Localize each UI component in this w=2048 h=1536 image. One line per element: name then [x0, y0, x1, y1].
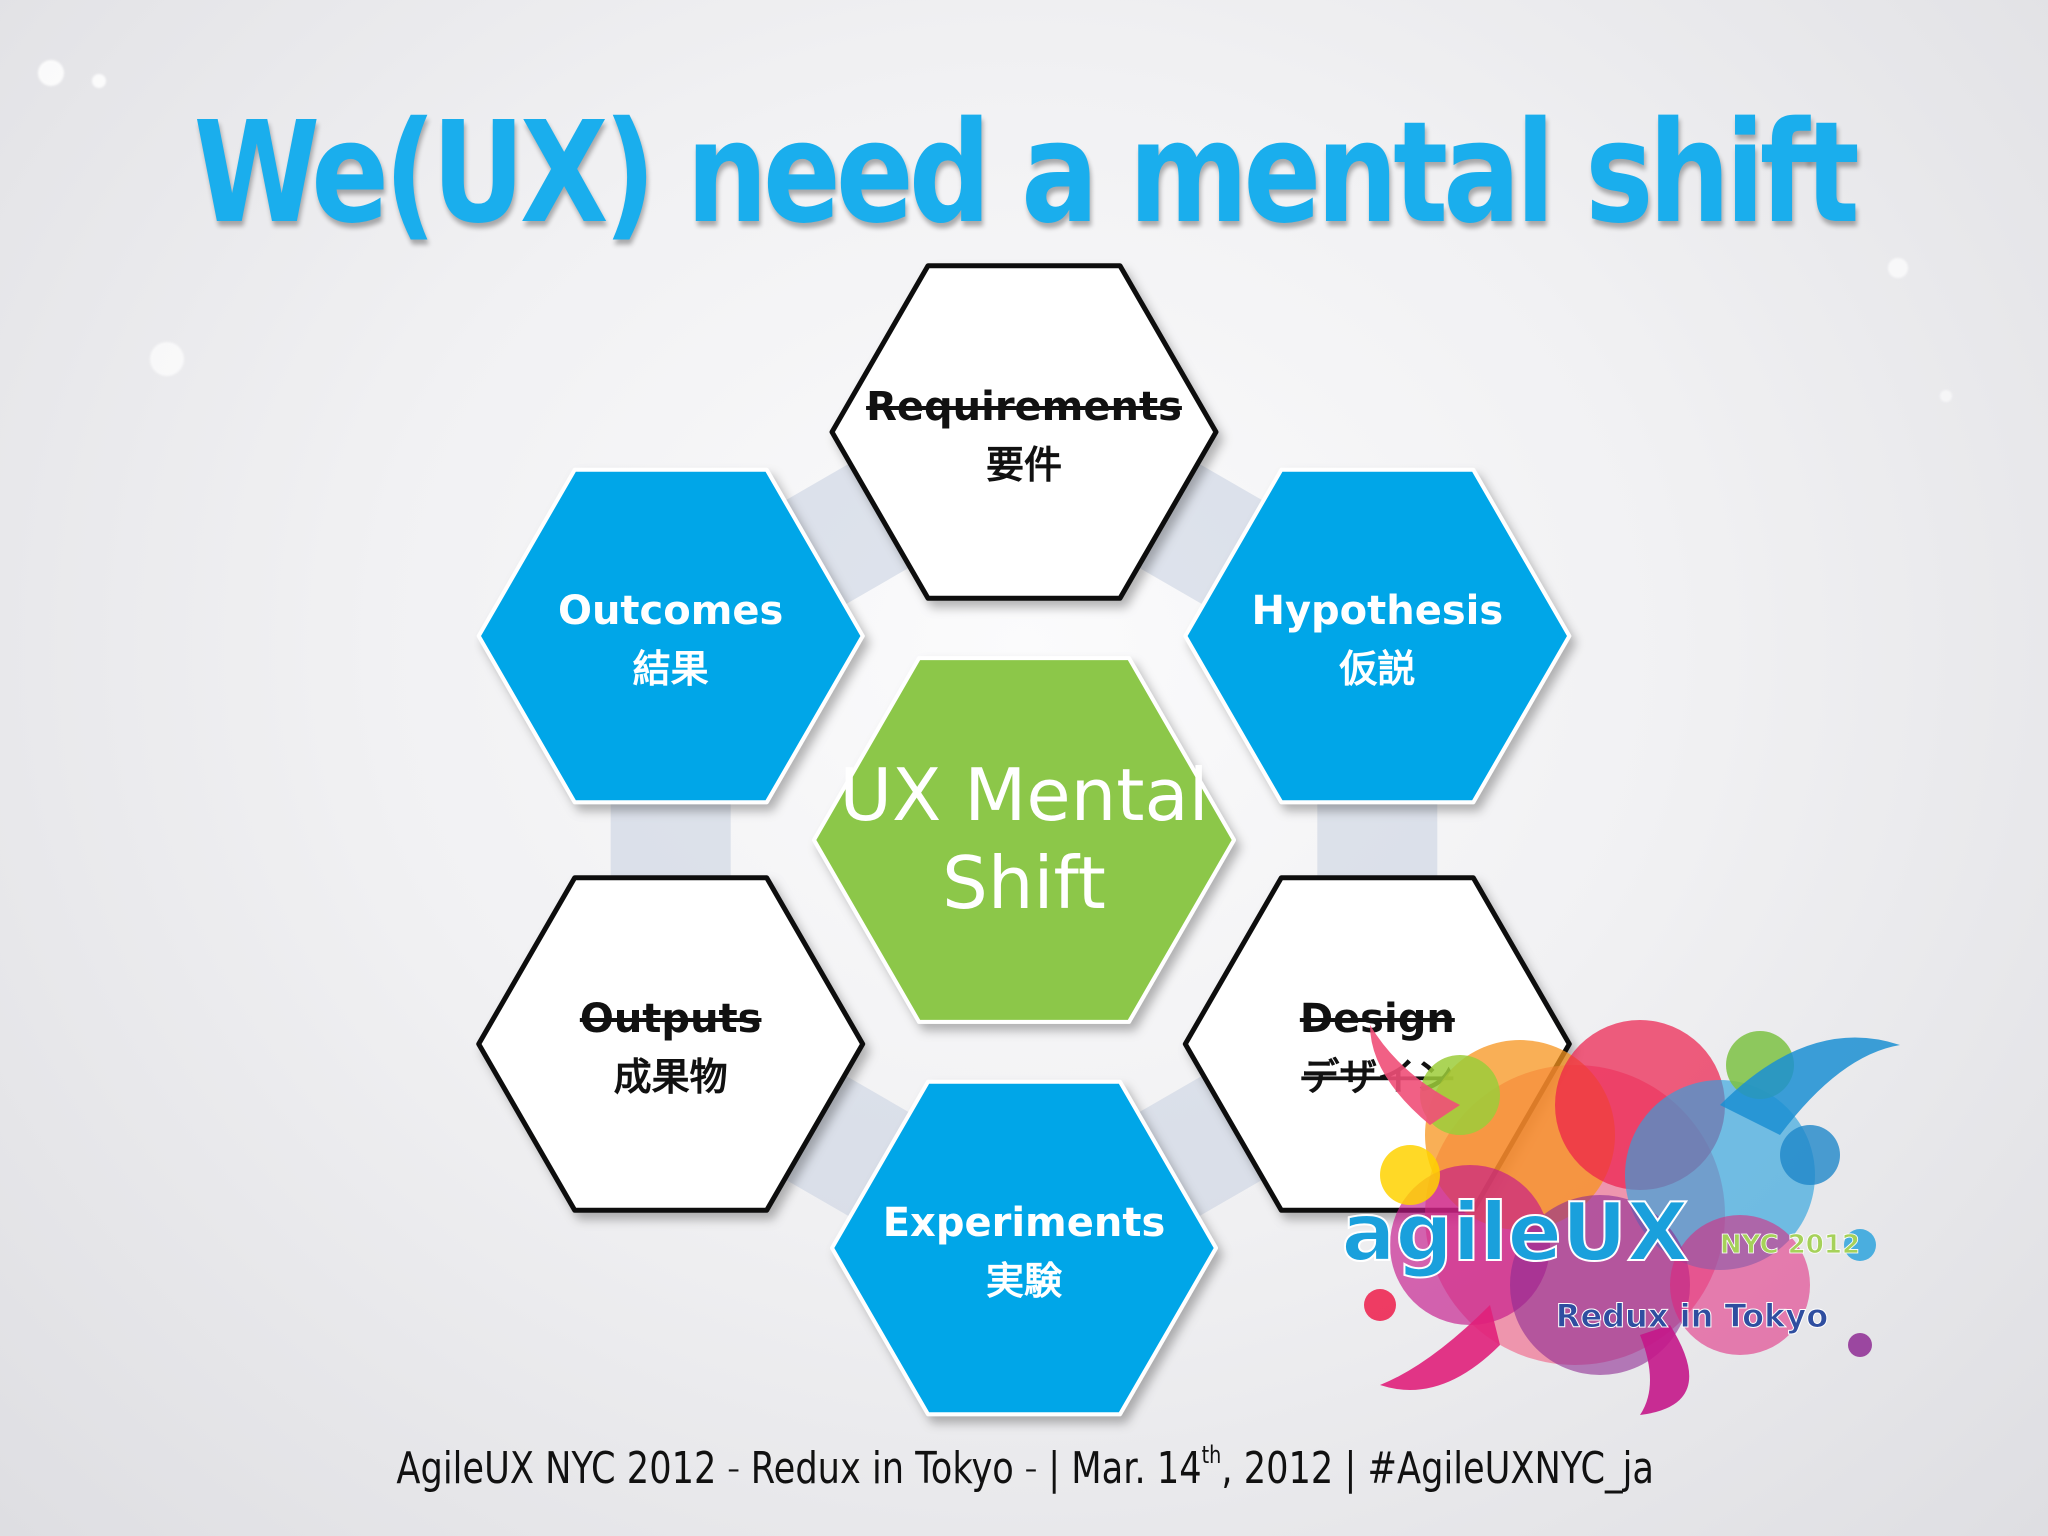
hexagon-outcomes	[476, 467, 865, 805]
label-hypothesis-ja: 仮説	[1338, 647, 1415, 691]
sparkle	[150, 342, 184, 376]
footer-date: | Mar. 14	[1048, 1443, 1202, 1494]
footer-event: AgileUX NYC 2012	[396, 1443, 717, 1494]
node-hypothesis: Hypothesis 仮説	[1183, 467, 1572, 805]
footer-dash: –	[727, 1452, 740, 1487]
hexagon-experiments	[830, 1079, 1218, 1417]
splash-graphic	[1364, 1020, 1900, 1415]
center-label-line1: UX Mental	[839, 753, 1208, 837]
footer-subtitle: Redux in Tokyo	[750, 1443, 1014, 1494]
hexagon-hypothesis	[1183, 467, 1572, 805]
hexagon-requirements	[829, 263, 1219, 601]
node-outputs: Outputs 成果物	[476, 875, 866, 1213]
logo-badge: NYC 2012	[1720, 1230, 1860, 1260]
label-requirements-ja: 要件	[986, 443, 1062, 487]
label-hypothesis: Hypothesis	[1251, 588, 1503, 634]
node-experiments: Experiments 実験	[830, 1079, 1218, 1417]
sparkle	[1940, 390, 1952, 402]
label-outcomes-ja: 結果	[633, 647, 709, 691]
agileux-logo: agileUX NYC 2012 Redux in Tokyo	[1341, 1020, 1900, 1415]
label-design: Design	[1300, 996, 1455, 1042]
footer-dash: –	[1025, 1452, 1038, 1487]
label-outcomes: Outcomes	[558, 588, 783, 634]
sparkle	[1888, 258, 1908, 278]
footer-hashtag: , 2012 | #AgileUXNYC_ja	[1221, 1443, 1654, 1494]
label-outputs: Outputs	[580, 996, 762, 1042]
node-outcomes: Outcomes 結果	[476, 467, 865, 805]
label-experiments: Experiments	[883, 1200, 1166, 1246]
center-label-line2: Shift	[942, 841, 1106, 925]
footer-date-suffix: th	[1201, 1441, 1222, 1469]
label-outputs-ja: 成果物	[614, 1055, 728, 1099]
sparkle	[92, 74, 106, 88]
logo-wordmark: agileUX	[1342, 1186, 1689, 1279]
hexagon-outputs	[476, 875, 866, 1213]
label-requirements: Requirements	[866, 384, 1182, 430]
logo-tagline: Redux in Tokyo	[1556, 1297, 1828, 1335]
footer: AgileUX NYC 2012 – Redux in Tokyo – | Ma…	[206, 1443, 1844, 1494]
node-requirements: Requirements 要件	[829, 263, 1219, 601]
slide-title: We(UX) need a mental shift	[193, 92, 1860, 255]
hexagon-center	[812, 656, 1236, 1024]
sparkle	[38, 60, 64, 86]
label-experiments-ja: 実験	[986, 1259, 1063, 1303]
